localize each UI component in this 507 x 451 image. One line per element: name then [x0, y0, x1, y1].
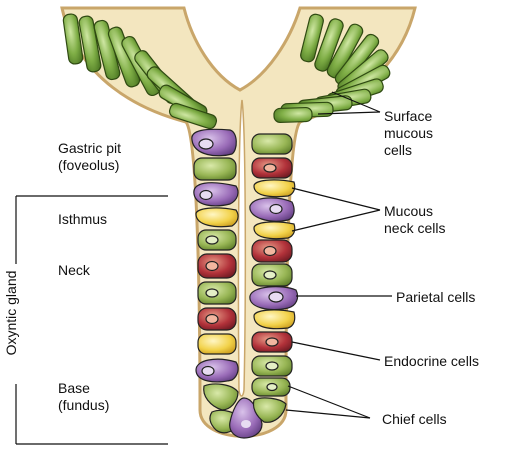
left-surface-cells: [62, 13, 218, 130]
label-surface-line-1: Surface: [384, 108, 433, 124]
label-base-line-2: (fundus): [58, 397, 110, 413]
label-parietal-cells: Parietal cells: [396, 289, 476, 305]
gland-lumen: [237, 99, 247, 397]
left-mucous-neck-cell-2: [197, 333, 237, 355]
oxyntic-gland-bracket: [15, 195, 168, 445]
left-parietal-cell-3: [195, 358, 239, 383]
label-surface-line-2: mucous: [384, 125, 434, 141]
label-mucous-neck-line-1: Mucous: [384, 203, 434, 219]
left-chief-cell-1: [193, 157, 237, 181]
label-oxyntic-gland: Oxyntic gland: [3, 270, 19, 356]
right-surface-cells: [273, 13, 391, 124]
right-mucous-neck-cell-3: [253, 309, 296, 330]
label-endocrine-cells: Endocrine cells: [384, 353, 479, 369]
right-mucous-neck-cell-1: [253, 179, 296, 198]
label-surface-line-3: cells: [384, 142, 413, 158]
label-chief-cells: Chief cells: [382, 411, 447, 427]
label-neck: Neck: [58, 262, 90, 278]
label-surface-mucous-cells: Surface mucous cells: [384, 108, 433, 159]
label-gastric-pit-line-1: Gastric pit: [58, 140, 122, 156]
label-gastric-pit-line-2: (foveolus): [58, 157, 120, 173]
left-mucous-neck-cell-1: [195, 207, 239, 228]
right-gland-cells: [249, 133, 299, 423]
right-mucous-neck-cell-2: [253, 221, 296, 240]
right-chief-cell-1: [251, 133, 293, 155]
label-mucous-neck-cells: Mucous neck cells: [384, 203, 445, 237]
label-base-line-1: Base: [58, 380, 90, 396]
pointer-lines: [285, 91, 392, 419]
label-base: Base (fundus): [58, 380, 109, 414]
left-chief-cell-4: [203, 383, 239, 411]
left-gland-cells: [191, 128, 241, 434]
label-gastric-pit: Gastric pit (foveolus): [58, 140, 121, 174]
right-chief-cell-5: [252, 397, 287, 423]
label-mucous-neck-line-2: neck cells: [384, 220, 446, 236]
label-isthmus: Isthmus: [58, 211, 108, 227]
